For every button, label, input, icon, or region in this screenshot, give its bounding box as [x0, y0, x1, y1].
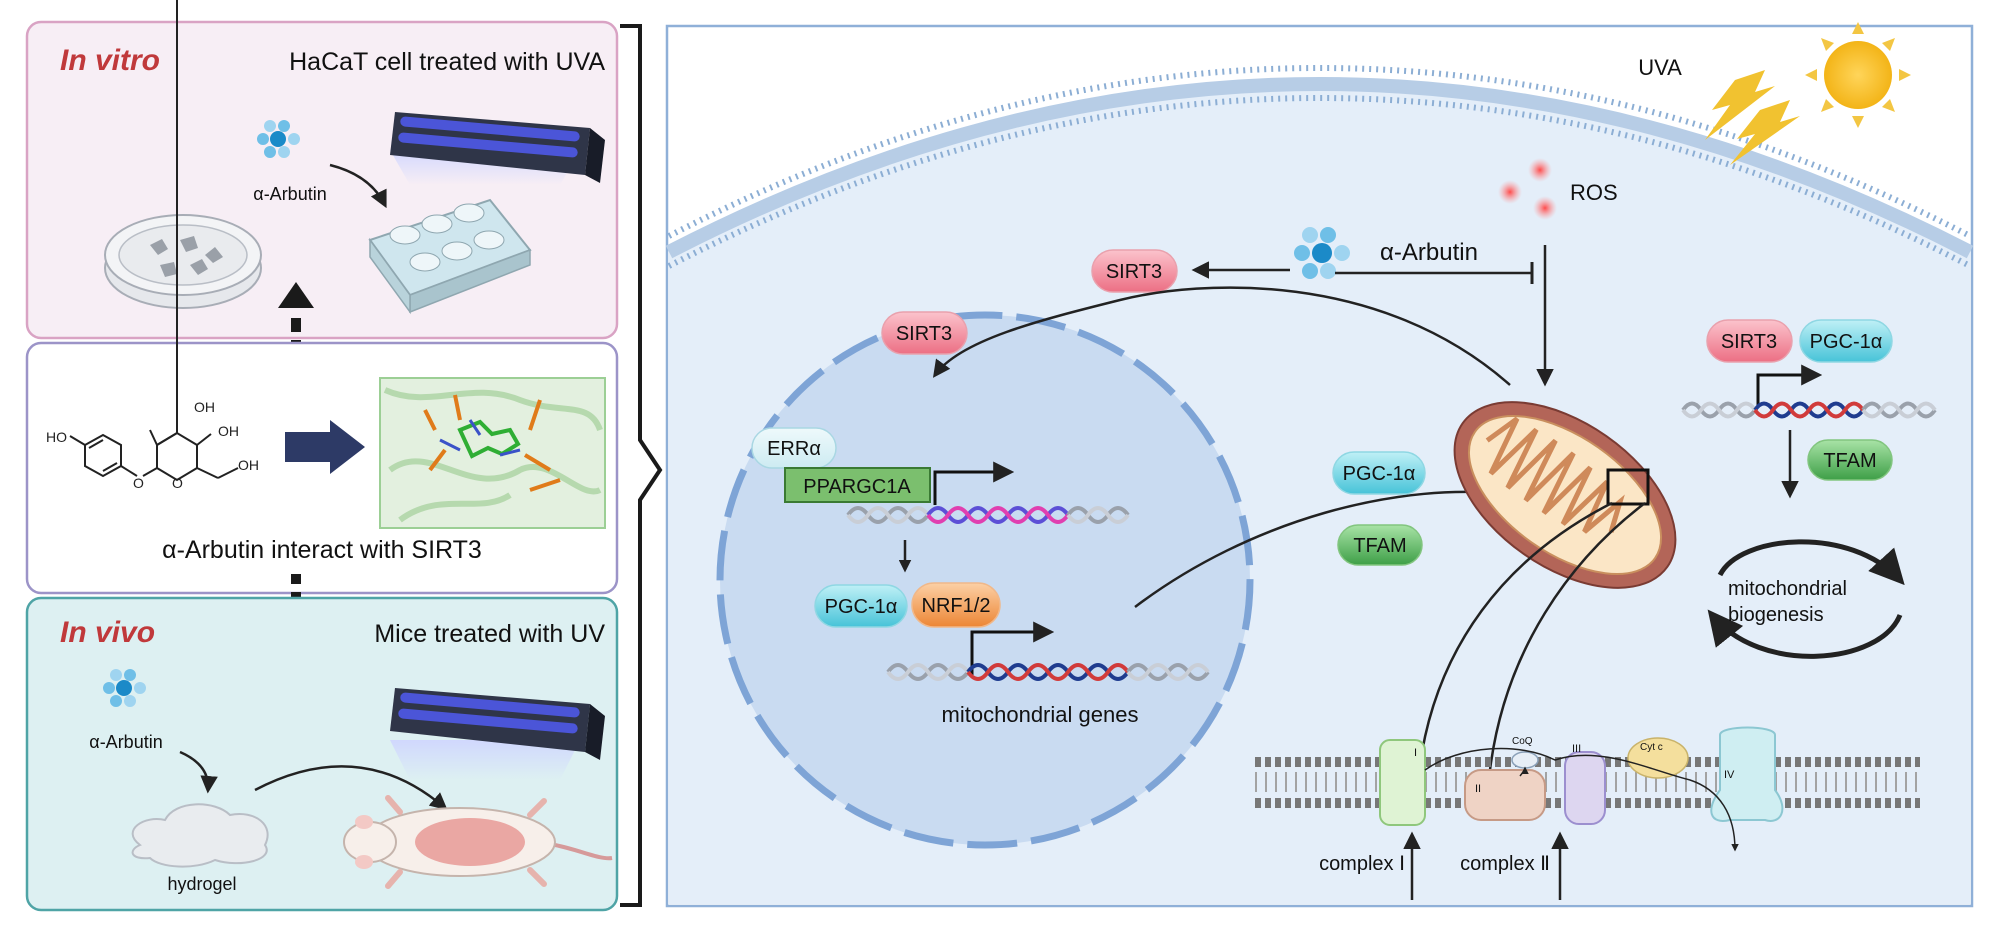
well-plate-icon [368, 198, 532, 315]
tfam-dna [1681, 401, 1937, 419]
in-vivo-panel: In vivo Mice treated with UV α-Arbutin h… [25, 596, 619, 912]
hydrogel-icon [131, 803, 269, 868]
atom-oh-top: OH [194, 399, 215, 415]
cytc-shape [1627, 737, 1689, 779]
mito-genes-label: mitochondrial genes [942, 702, 1139, 727]
atom-ho: HO [46, 429, 67, 445]
complex-iv-shape [1710, 726, 1784, 822]
mouse-icon [343, 795, 613, 889]
ppargc1a-transcription-arrow [933, 461, 1015, 505]
nucleus [720, 315, 1250, 845]
in-vitro-heading: HaCaT cell treated with UVA [289, 48, 605, 76]
tfam-transcription-arrow [1756, 364, 1823, 405]
cytc-label: Cyt c [1640, 742, 1663, 753]
pgc-label-right: PGC-1α [1810, 331, 1883, 353]
electron-flow-arrow [1424, 747, 1739, 852]
complex-i-label: complex Ⅰ [1319, 853, 1405, 875]
nrf-label: NRF1/2 [922, 595, 991, 617]
tfam-label: TFAM [1353, 535, 1406, 557]
uv-lamp-icon-vivo [390, 688, 605, 780]
sirt3-label-right: SIRT3 [1721, 331, 1777, 353]
nuclear-sirt3-pill [881, 311, 968, 355]
sun-icon [1805, 22, 1911, 128]
docking-caption: α-Arbutin interact with SIRT3 [162, 536, 482, 564]
uva-label: UVA [1638, 55, 1682, 80]
mitochondrion-icon [1453, 401, 1677, 589]
arbutin-structure-icon [69, 0, 239, 482]
tfam-label-right: TFAM [1823, 450, 1876, 472]
pgc-label: PGC-1α [1343, 463, 1416, 485]
sirt3-pill-right [1706, 319, 1793, 363]
complex-iii-shape [1564, 751, 1606, 825]
uv-lamp-icon [390, 112, 605, 185]
arbutin-molecule-icon [257, 120, 300, 158]
ppargc1a-box [784, 467, 931, 503]
cell-compound-label: α-Arbutin [1380, 239, 1478, 266]
zoom-line-right [1488, 502, 1646, 771]
vivo-compound-label: α-Arbutin [89, 732, 162, 752]
nrf-pill [911, 582, 1001, 628]
mechanism-panel: UVA ROS α-Arbutin SIRT3 SIRT3 ERRα [665, 22, 1974, 908]
vitro-compound-label: α-Arbutin [253, 184, 326, 204]
docking-panel: HO O OH OH OH O α-Arbutin interact with … [25, 0, 619, 595]
zoom-line-left [1420, 501, 1613, 753]
genes-transcription-arrow [970, 621, 1055, 675]
atom-oh-end: OH [238, 457, 259, 473]
nuclear-pgc-pill [814, 584, 908, 628]
biogenesis-label-2: biogenesis [1728, 604, 1824, 626]
erra-label: ERRα [767, 438, 821, 460]
in-vitro-panel: In vitro HaCaT cell treated with UVA α-A… [25, 20, 619, 340]
coq-shape [1511, 751, 1539, 769]
biogenesis-label-1: mitochondrial [1728, 578, 1847, 600]
coq-arrow [1519, 766, 1529, 777]
arbutin-molecule-icon-vivo [103, 669, 146, 707]
tfam-pill-right [1807, 439, 1893, 481]
complex-iv-tag: IV [1724, 769, 1735, 781]
nuclear-pgc-label: PGC-1α [825, 596, 898, 618]
vitro-treatment-arrow [329, 163, 387, 209]
plasma-membrane-core [665, 77, 1974, 259]
sirt3-label: SIRT3 [1106, 261, 1162, 283]
bracket [620, 24, 663, 907]
atom-o-ether: O [133, 475, 144, 491]
docking-image [379, 377, 606, 529]
nuclear-sirt3-label: SIRT3 [896, 323, 952, 345]
ppargc1a-label: PPARGC1A [803, 476, 911, 498]
nuclear-envelope [716, 311, 1254, 849]
petri-dish-icon [104, 214, 262, 309]
biogenesis-cycle-bottom [1707, 609, 1903, 659]
tfam-pill [1337, 524, 1423, 566]
sirt3-pill [1091, 249, 1178, 293]
atom-o-ring: O [172, 475, 183, 491]
complex-iii-tag: III [1572, 743, 1581, 755]
coq-label: CoQ [1512, 736, 1533, 747]
mito-zoom-box [1606, 468, 1650, 506]
arbutin-molecule-icon-cell [1294, 227, 1350, 279]
docking-arrow-icon [285, 420, 365, 474]
ros-label: ROS [1570, 180, 1618, 205]
uv-lightning-icon [1705, 70, 1800, 165]
complex-ii-tag: II [1475, 783, 1481, 795]
pgc-pill-right [1799, 319, 1893, 363]
vivo-apply-arrow [254, 765, 448, 811]
in-vitro-title: In vitro [60, 44, 160, 77]
biogenesis-cycle-top [1717, 539, 1905, 586]
vivo-mix-arrow [179, 750, 218, 794]
complex-ii-shape [1464, 769, 1546, 821]
sirt3-import-arrow [932, 286, 1511, 386]
in-vivo-heading: Mice treated with UV [374, 620, 605, 648]
in-vivo-title: In vivo [60, 616, 155, 649]
ros-icon [1498, 158, 1557, 220]
hydrogel-label: hydrogel [167, 874, 236, 894]
complex-i-shape [1379, 739, 1426, 826]
mito-genes-dna [886, 663, 1210, 681]
complex-i-tag: I [1414, 747, 1417, 759]
pgc-pill [1332, 451, 1426, 495]
atom-oh-right: OH [218, 423, 239, 439]
ppargc1a-dna [846, 506, 1130, 524]
complex-ii-label: complex Ⅱ [1460, 853, 1550, 875]
